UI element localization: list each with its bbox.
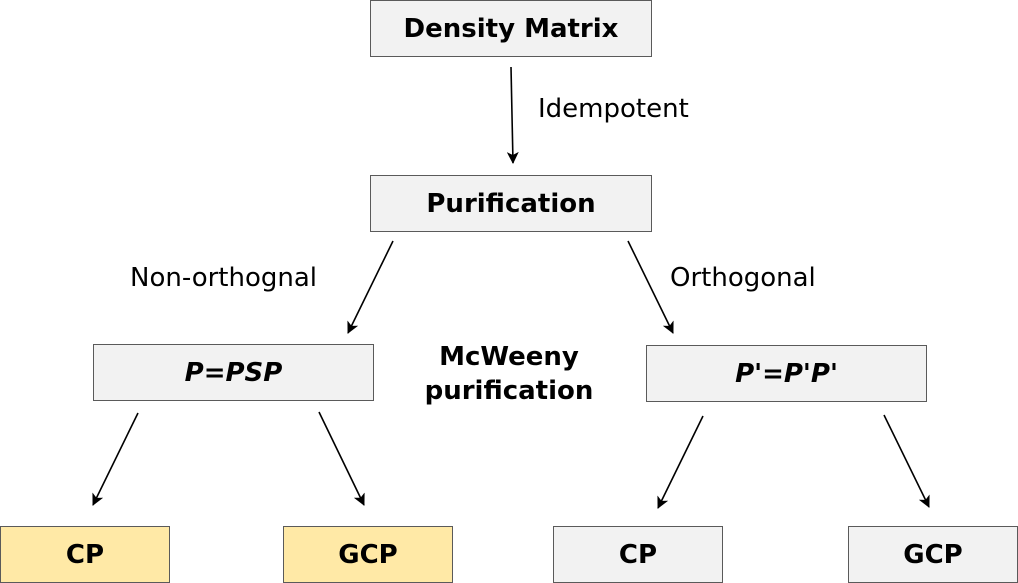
left-gcp-label: GCP: [338, 539, 398, 570]
arrow-orthogonal-to-gcp: [883, 414, 930, 508]
orthogonal-relation-label: P'=P'P': [735, 358, 838, 389]
right-cp-node: CP: [553, 526, 723, 583]
arrow-nonorthogonal-to-gcp: [318, 411, 365, 506]
orthogonal-relation-node: P'=P'P': [646, 345, 927, 402]
density-matrix-node: Density Matrix: [370, 0, 652, 57]
orthogonal-label: Orthogonal: [670, 263, 816, 293]
non-orthogonal-label: Non-orthognal: [130, 263, 318, 293]
left-cp-label: CP: [65, 539, 105, 570]
idempotent-label: Idempotent: [538, 94, 689, 124]
density-matrix-label: Density Matrix: [403, 13, 619, 44]
arrow-orthogonal-to-cp: [657, 415, 704, 509]
mcweeny-purification-label: McWeeny purification: [404, 340, 614, 408]
purification-node: Purification: [370, 175, 652, 232]
arrow-purification-to-orthogonal: [627, 240, 674, 334]
arrow-purification-to-nonorthogonal: [347, 240, 394, 334]
right-gcp-node: GCP: [848, 526, 1018, 583]
mcweeny-label-line2: purification: [424, 376, 594, 406]
purification-label: Purification: [426, 188, 596, 219]
arrow-density-to-purification: [506, 66, 519, 164]
arrow-nonorthogonal-to-cp: [92, 412, 139, 506]
right-gcp-label: GCP: [903, 539, 963, 570]
mcweeny-label-line1: McWeeny: [439, 342, 579, 372]
left-gcp-node: GCP: [283, 526, 453, 583]
non-orthogonal-relation-label: P=PSP: [184, 357, 283, 388]
left-cp-node: CP: [0, 526, 170, 583]
right-cp-label: CP: [618, 539, 658, 570]
non-orthogonal-relation-node: P=PSP: [93, 344, 374, 401]
